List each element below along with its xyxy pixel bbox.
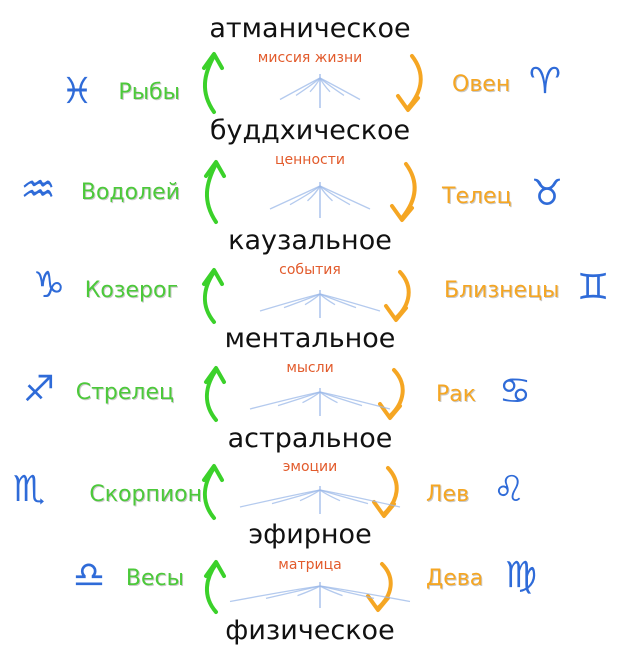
leo-icon: ♌ [492,469,526,510]
pisces-icon: ♓ [60,71,94,112]
sagittarius-icon: ♐ [22,369,56,410]
capricorn-icon: ♑ [32,265,66,306]
up-arrow-head [204,366,226,384]
tree-branch [271,489,321,505]
tree-branch [319,185,351,206]
tree-branch [295,77,321,96]
tree-branch [319,77,361,101]
right-sign-label-leo: Лев [426,482,470,507]
right-sign-label-taurus: Телец [442,184,512,209]
plane-buddhic-sub: ценности [275,152,345,168]
plane-astral-sub: эмоции [282,459,338,475]
scorpio-icon: ♏ [12,469,46,510]
taurus-icon: ♉ [530,173,564,214]
plane-mental: ментальное [224,323,396,354]
gemini-icon: ♊ [576,267,610,308]
tree-branch [319,391,363,407]
left-sign-label-capricorn: Козерог [84,278,178,303]
tree-branch [297,585,321,597]
cancer-icon: ♋ [498,371,532,412]
aries-icon: ♈ [528,61,562,102]
tree-branch [279,77,321,101]
tree-branch [319,293,381,312]
tree-branch [283,293,321,309]
libra-icon: ♎ [72,555,106,596]
virgo-icon: ♍ [504,555,538,596]
up-arrow-shaft [204,162,218,224]
plane-atmanic: атманическое [209,13,411,44]
tree-branch [229,585,321,603]
left-sign-label-scorpio: Скорпион [89,482,202,507]
tree-branch [299,489,321,502]
right-sign-label-gemini: Близнецы [444,278,560,303]
down-arrow-head [390,204,414,222]
tree-branch [319,391,391,410]
tree-branch [319,585,411,603]
tree-branch [249,391,321,410]
aquarius-icon: ♒ [20,167,56,213]
up-arrow-head [204,560,226,578]
up-arrow-head [202,464,224,482]
down-arrow-head [384,304,408,322]
up-arrow-head [204,160,226,178]
tree-branch [319,489,369,505]
tree-branch [302,391,321,404]
tree-branch [304,293,321,306]
plane-etheric: эфирное [248,519,372,550]
tree-branch [309,77,321,93]
down-arrow-head [396,94,420,112]
tree-branch [289,185,321,206]
down-arrow-head [372,500,396,518]
plane-atmanic-sub: миссия жизни [257,50,363,66]
tree-branch [319,185,371,210]
up-arrow-head [202,268,224,286]
tree-branch [319,585,375,600]
tree-branch [265,585,321,600]
right-sign-label-aries: Овен [452,72,511,97]
up-arrow-head [202,52,224,70]
tree-branch [307,185,321,202]
down-arrow-head [378,402,402,420]
tree-branch [319,293,357,309]
plane-causal: каузальное [228,225,392,256]
tree-branch [269,185,321,210]
tree-branch [319,77,345,96]
plane-astral: астральное [227,423,393,454]
left-sign-label-sagittarius: Стрелец [75,380,174,405]
tree-branch [319,489,401,508]
plane-mental-sub: мысли [286,360,334,376]
down-arrow-head [366,594,390,612]
plane-causal-sub: события [279,262,341,278]
plane-physical: физическое [225,615,395,646]
left-sign-label-pisces: Рыбы [118,80,180,105]
right-sign-label-virgo: Дева [426,566,484,591]
right-sign-label-cancer: Рак [436,382,477,407]
left-sign-label-libra: Весы [125,566,184,591]
tree-branch [277,391,321,407]
tree-branch [239,489,321,508]
left-sign-label-aquarius: Водолей [80,180,180,205]
plane-buddhic: буддхическое [209,115,411,146]
plane-etheric-sub: матрица [278,557,342,573]
tree-branch [259,293,321,312]
